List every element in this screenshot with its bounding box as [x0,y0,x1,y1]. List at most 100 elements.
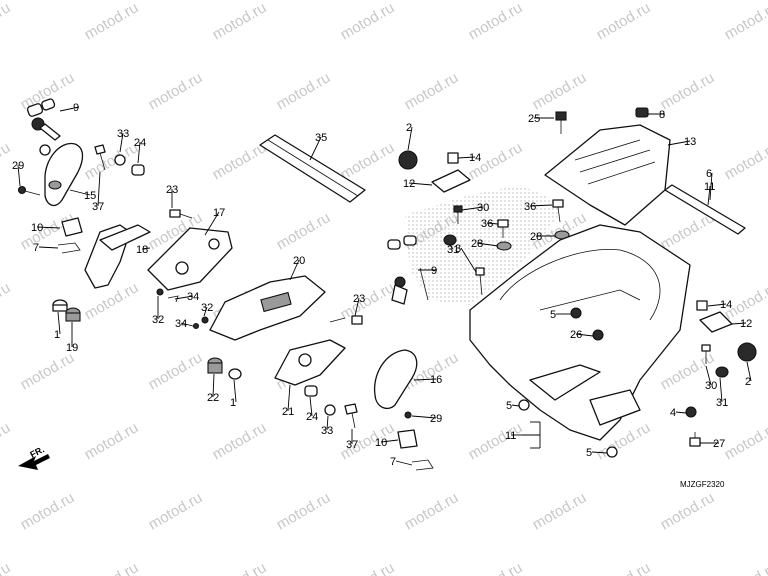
watermark-text: motod.ru [338,559,398,576]
part-callout-2: 2 [406,122,412,134]
watermark-text: motod.ru [146,349,206,393]
cap-5a [570,307,582,319]
dotted-shading-region [405,185,560,305]
part-callout-27: 27 [713,438,725,450]
callout-leader [461,206,484,211]
washer-33-left [114,154,126,166]
bolt-30-left [453,205,463,224]
callout-leader [69,189,91,196]
damper-1-left [52,299,68,312]
callout-leader [709,172,713,201]
watermark-text: motod.ru [146,489,206,533]
callout-leader [204,211,220,236]
part-callout-18: 18 [136,244,148,256]
bolt-36-right [552,199,564,223]
part-callout-14: 14 [720,299,732,311]
watermark-text: motod.ru [82,0,142,43]
grommet-31-right [715,366,729,378]
collar-24-left [131,164,145,176]
callout-leader [407,126,413,151]
carrier-mount-block-2 [589,389,641,426]
damper-19 [65,307,81,322]
part-callout-6: 6 [706,168,712,180]
pin-34a [167,295,179,303]
callout-leader [17,164,21,187]
part-callout-37: 37 [346,439,358,451]
part-callout-7: 7 [390,456,396,468]
part-callout-30: 30 [477,202,489,214]
part-callout-26: 26 [570,329,582,341]
nut-14-left [447,152,459,164]
watermark-text: motod.ru [82,279,142,323]
callout-leader [289,259,300,281]
rubber-cap-2-right [737,342,757,362]
cap-5c [606,446,618,458]
carrier-inner-line [499,248,661,321]
part-callout-28: 28 [471,238,483,250]
part-callout-30: 30 [705,380,717,392]
bolt-25 [555,111,567,134]
pivot-hole-17 [175,261,189,275]
screw-29-center [404,411,412,419]
cap-5b [518,399,530,411]
part-callout-5: 5 [550,309,556,321]
handle-cover-left [44,142,84,207]
callout-leader [719,377,723,403]
watermark-text: motod.ru [466,559,526,576]
part-callout-1: 1 [230,397,236,409]
part-callout-3: 3 [455,243,461,255]
spring-clip-center [411,459,434,471]
watermark-text: motod.ru [594,559,654,576]
watermark-text: motod.ru [338,0,398,43]
callout-leader [38,246,59,249]
part-callout-31: 31 [447,244,459,256]
nut-32b [201,316,209,324]
watermark-text: motod.ru [722,0,768,43]
callout-leader [233,379,237,403]
callout-leader [449,244,454,250]
bolt-37-center [344,403,358,429]
watermark-text: motod.ru [82,559,142,576]
washer-28-left [496,241,512,251]
part-callout-8: 8 [659,109,665,121]
watermark-text: motod.ru [658,69,718,113]
callout-leader [212,373,215,398]
callout-leader [457,156,476,159]
callout-leader [59,106,80,112]
watermark-text: motod.ru [0,419,13,463]
watermark-text: motod.ru [594,0,654,43]
cover-boss [48,180,62,190]
callout-leader [119,132,124,153]
callout-leader [486,222,499,225]
part-callout-11: 11 [704,181,715,193]
callout-leader [97,171,101,207]
watermark-text: motod.ru [530,69,590,113]
diagram-code: MJZGF2320 [680,480,725,489]
part-callout-2: 2 [745,376,751,388]
callout-leader [413,378,437,381]
pivot-hole-17b [208,238,220,250]
part-callout-10: 10 [375,437,387,449]
watermark-text: motod.ru [402,69,462,113]
callout-leader [174,295,194,300]
callout-leader [180,322,194,327]
callout-leader [36,226,61,229]
clip-nut-center [397,429,418,449]
watermark-text: motod.ru [0,279,13,323]
handle-cover-16 [373,349,418,409]
part-callout-5: 5 [506,400,512,412]
callout-leader [309,136,322,161]
watermark-text: motod.ru [402,489,462,533]
rear-rack-13 [544,124,671,226]
callout-leader [287,384,291,412]
part-callout-14: 14 [469,152,481,164]
part-callout-33: 33 [321,425,333,437]
arm-21-hole [298,353,312,367]
part-callout-34: 34 [175,318,187,330]
callout-leader [575,333,594,337]
bolt-23-left [169,209,193,219]
part-callout-36: 36 [481,218,493,230]
watermark-text: motod.ru [722,419,768,463]
